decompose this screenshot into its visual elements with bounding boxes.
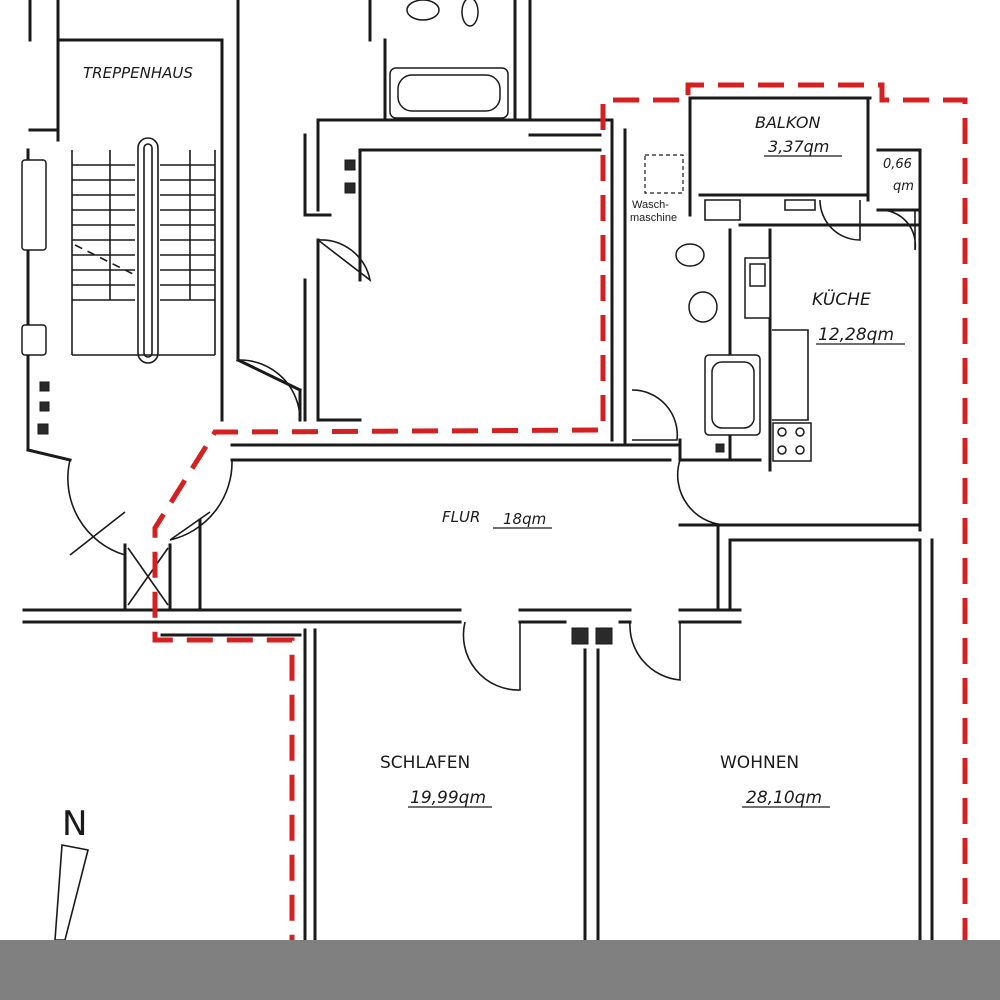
washing-machine-box xyxy=(644,154,684,194)
kueche-area: 12,28qm xyxy=(818,325,894,345)
toilet-icon xyxy=(675,243,705,267)
vent-icon xyxy=(715,443,725,453)
chimney-icon xyxy=(595,627,613,645)
waschmaschine-label-1: Wasch- xyxy=(632,199,669,211)
sink-left xyxy=(21,324,47,356)
chimney-icon xyxy=(571,627,589,645)
balkon-area: 3,37qm xyxy=(768,137,829,156)
vent-icon xyxy=(39,381,50,392)
schlafen-label: SCHLAFEN xyxy=(380,753,470,773)
walls xyxy=(22,0,934,942)
flur-label: FLUR xyxy=(442,508,480,526)
apartment-outline xyxy=(152,82,968,940)
north-arrow: N xyxy=(54,804,89,941)
waschmaschine-label-2: maschine xyxy=(630,212,677,224)
balkon-label: BALKON xyxy=(755,113,820,132)
room-labels: TREPPENHAUS BALKON 3,37qm 0,66 qm Wasch-… xyxy=(83,64,914,808)
wohnen-label: WOHNEN xyxy=(720,753,799,773)
flur-area: 18qm xyxy=(503,510,546,528)
sink-icon xyxy=(688,291,718,323)
kueche-label: KÜCHE xyxy=(812,288,871,310)
wohnen-area: 28,10qm xyxy=(746,788,822,808)
treppenhaus-label: TREPPENHAUS xyxy=(83,64,193,82)
north-label: N xyxy=(62,804,87,844)
footer-bar xyxy=(0,940,1000,1000)
vent-icon xyxy=(37,423,49,435)
vent-icon xyxy=(344,159,356,171)
kitchen-sink xyxy=(744,257,771,319)
schlafen-area: 19,99qm xyxy=(410,788,486,808)
small-room-unit: qm xyxy=(893,179,914,194)
small-room-area: 0,66 xyxy=(883,157,912,172)
vent-icon xyxy=(344,182,356,194)
staircase xyxy=(72,137,215,364)
toilet-top xyxy=(406,0,440,21)
doors xyxy=(67,199,917,691)
vent-icon xyxy=(39,401,50,412)
fixtures xyxy=(21,0,922,645)
